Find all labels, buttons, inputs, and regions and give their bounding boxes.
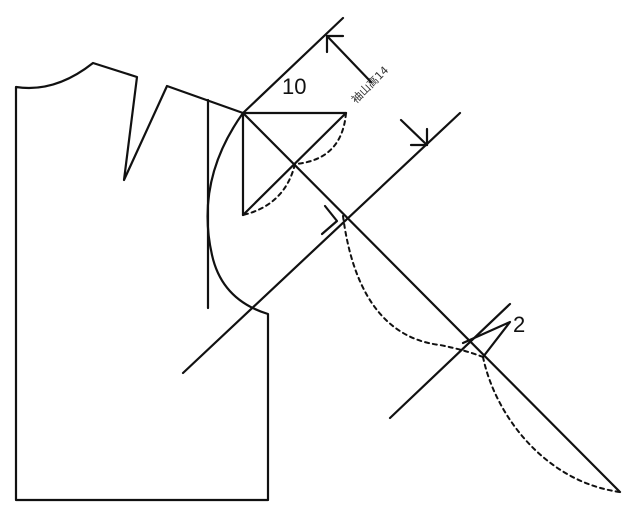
dimension-arrow-top — [325, 34, 373, 84]
top-reference-line — [241, 16, 345, 115]
sleeve-curve-inner — [342, 215, 484, 358]
bodice-pattern — [14, 61, 270, 502]
offset-marker — [461, 320, 512, 359]
elbow-line — [388, 302, 512, 420]
sleeve-cap-height-label: 袖山高14 — [348, 63, 391, 106]
dimension-arrow-right — [399, 118, 429, 147]
sleeve-cap-line — [181, 111, 462, 375]
sleeve-curve-outer — [482, 356, 621, 493]
offset-mark-label: 2 — [513, 312, 525, 337]
sleeve-center-line — [241, 111, 622, 494]
cap-curve-top — [242, 112, 347, 216]
bodice-outline — [14, 61, 270, 502]
right-angle-marker — [320, 204, 339, 236]
width-mark-label: 10 — [282, 74, 306, 99]
